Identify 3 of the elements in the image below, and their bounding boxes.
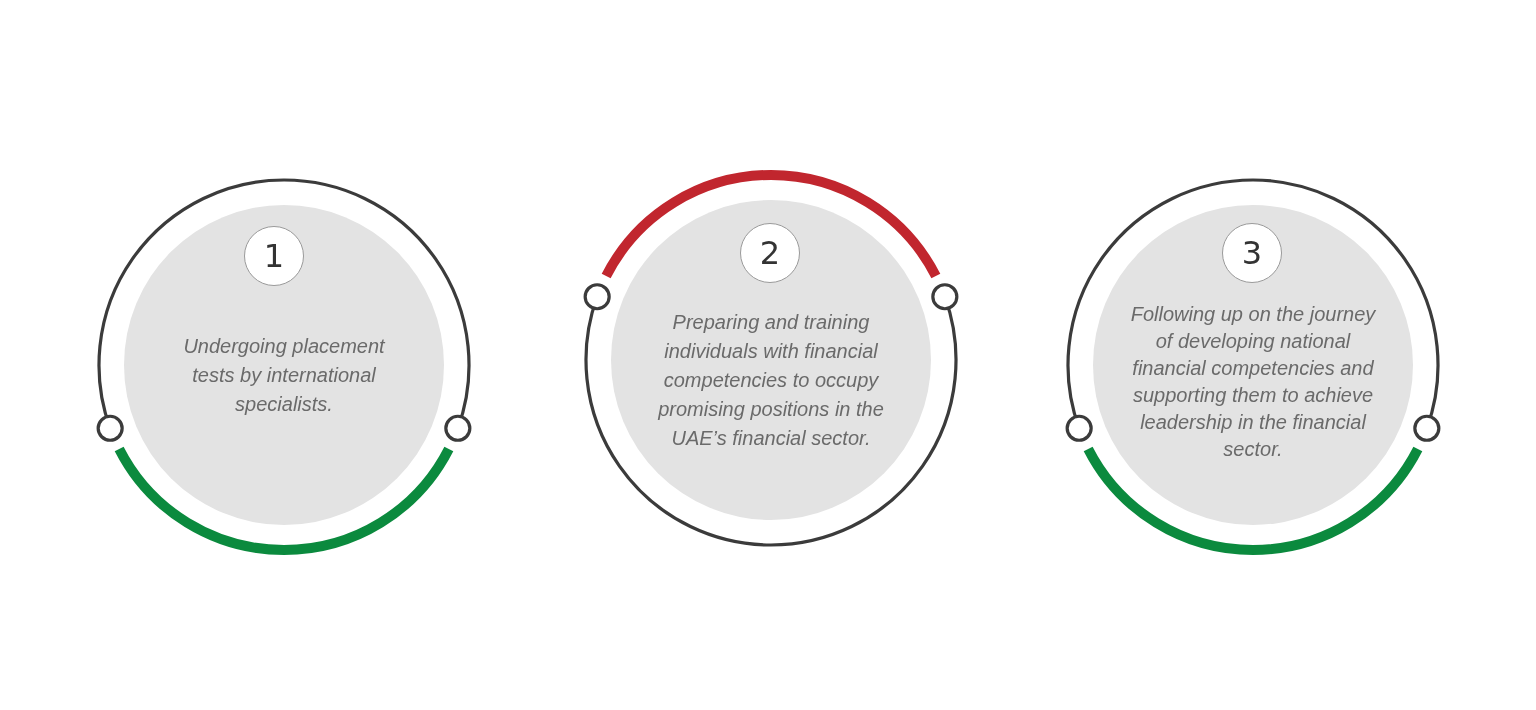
step-description: Following up on the journey of developing national financial competencies and supporting them to achieve leadership in the financial sector. xyxy=(1129,302,1377,462)
step-description: Undergoing placement tests by international specialists. xyxy=(182,334,386,417)
step-description: Preparing and training individuals with financial competencies to occupy promising positions in the UAE’s financial sector. xyxy=(657,310,885,451)
